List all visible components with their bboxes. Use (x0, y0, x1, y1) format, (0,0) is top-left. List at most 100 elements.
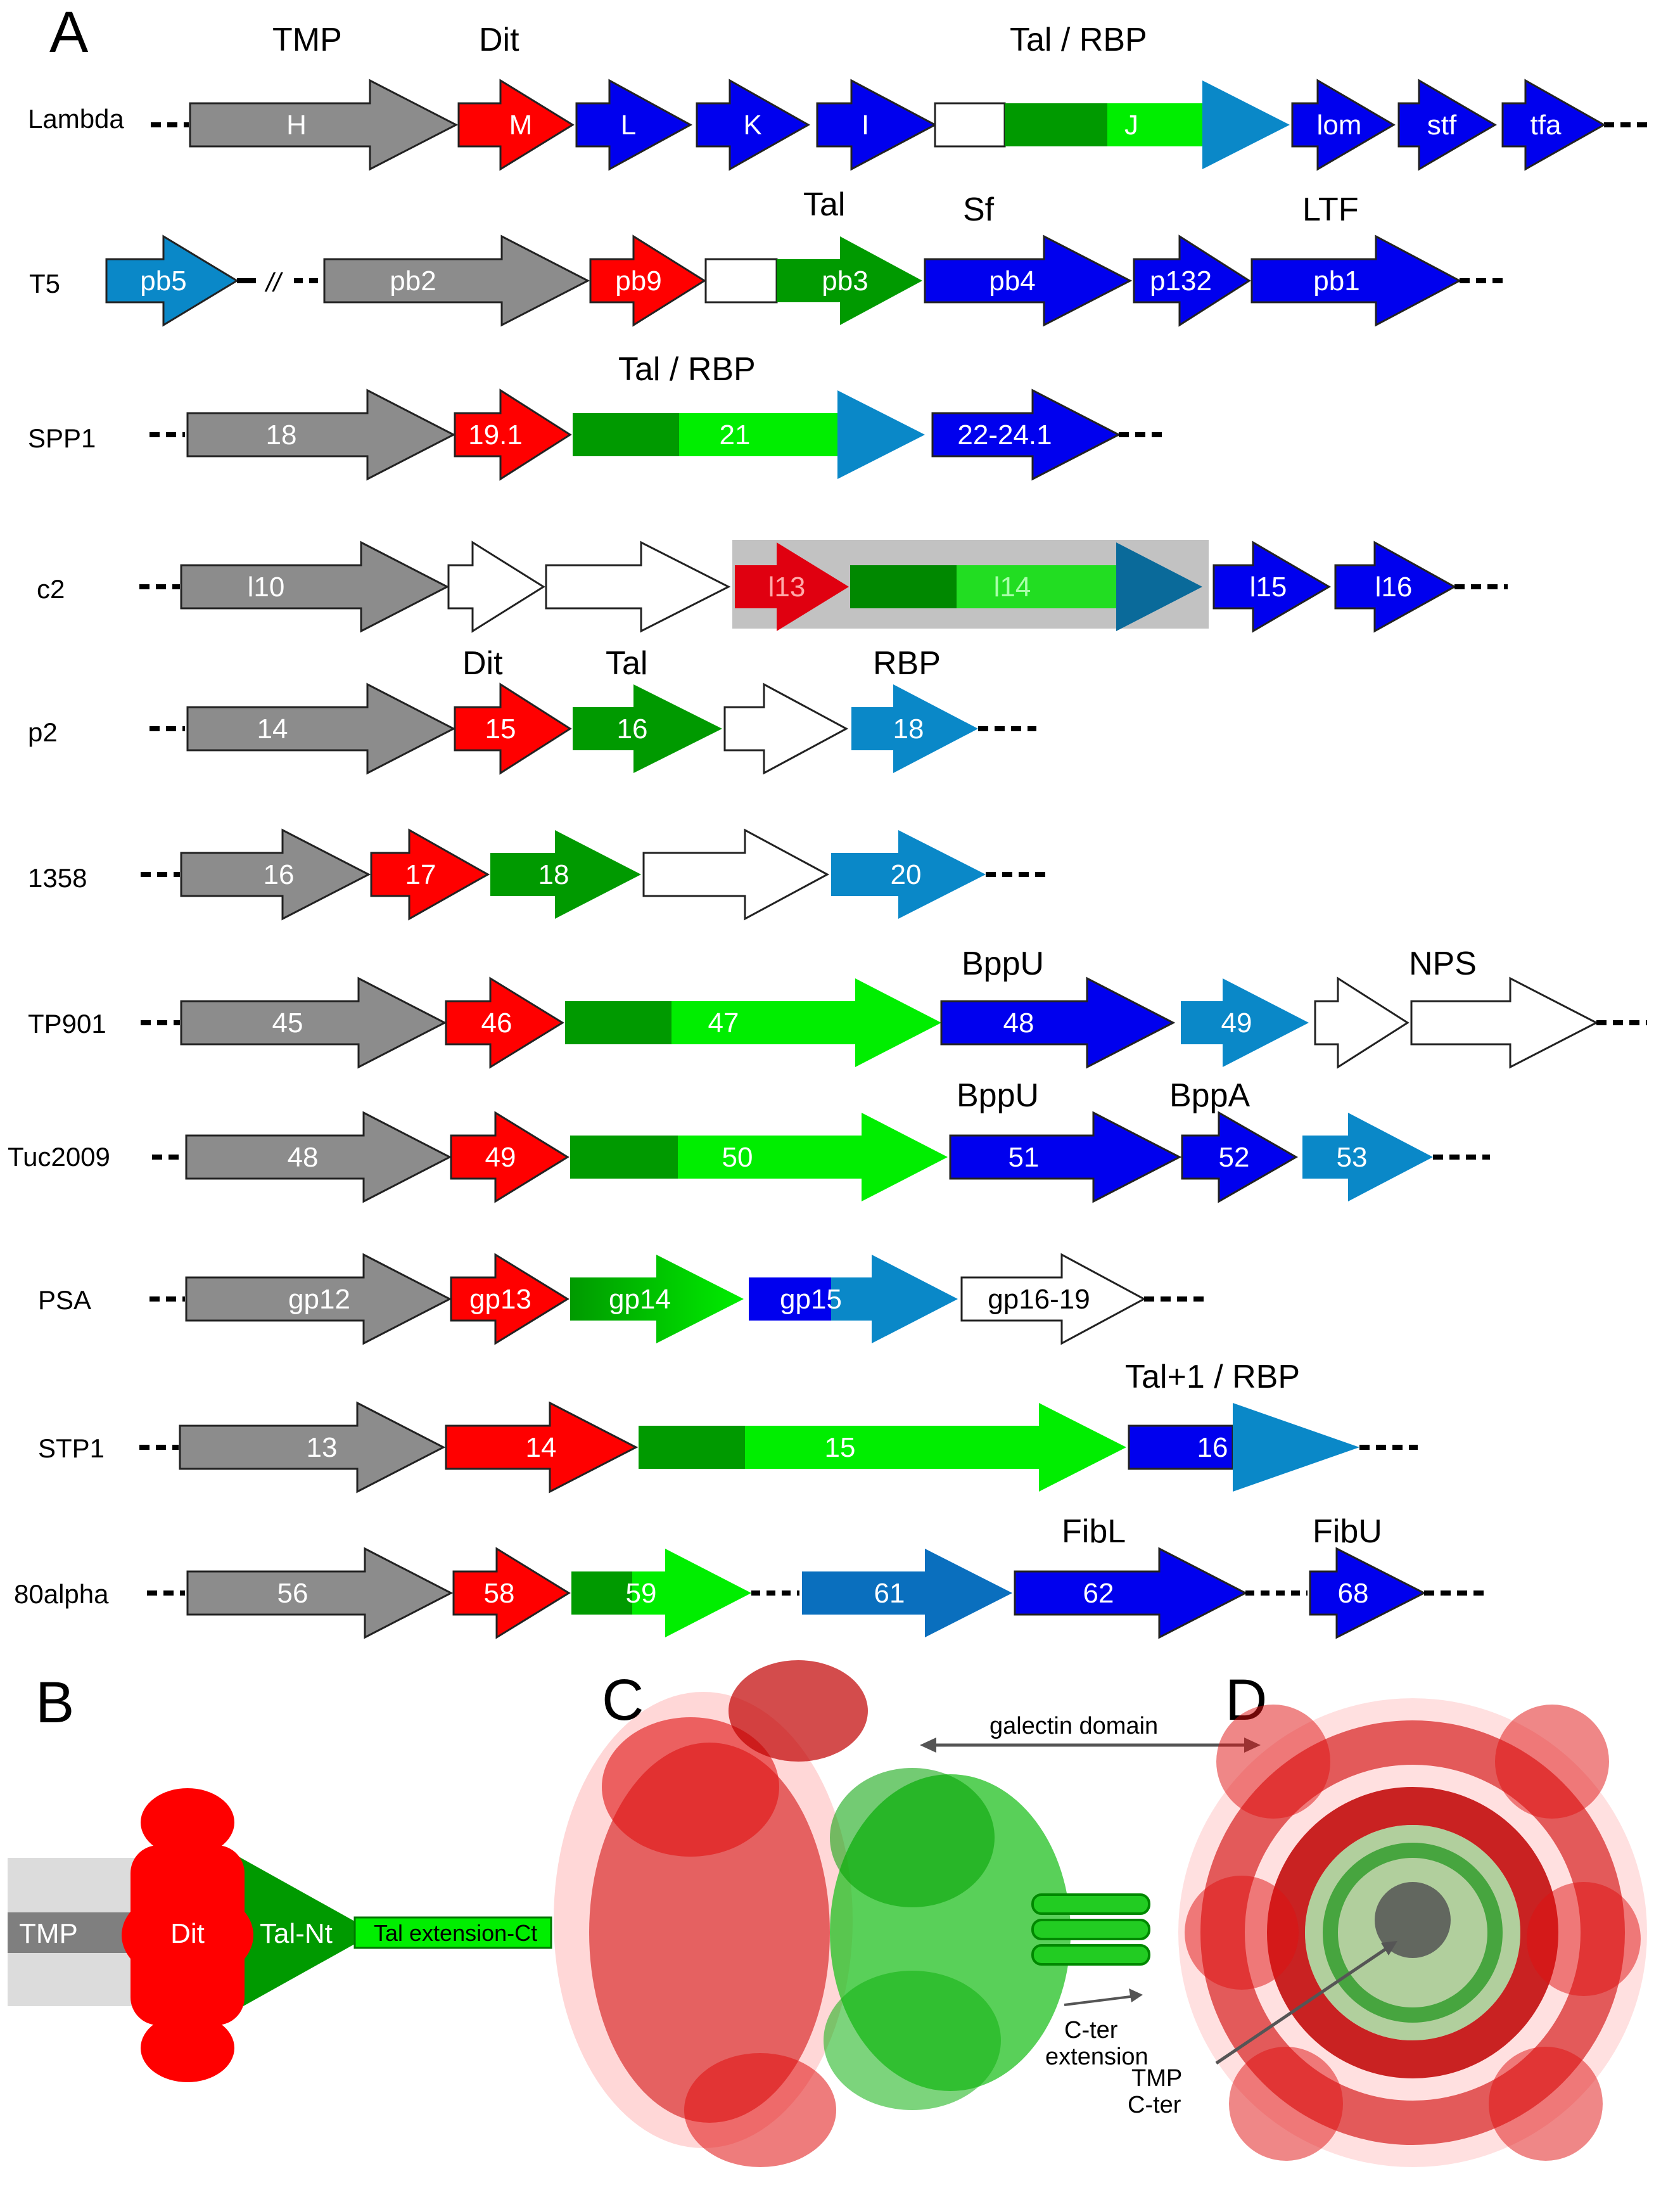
gene-label: 48 (1003, 1008, 1034, 1039)
gene-arrow-15 (639, 1403, 1126, 1492)
tal-nt-label: Tal-Nt (260, 1918, 333, 1949)
header-label-dit: Dit (479, 22, 519, 58)
gene-arrow-68 (1309, 1547, 1427, 1639)
galectin-arrow (920, 1737, 1261, 1753)
gene-label: 59 (626, 1578, 657, 1609)
gene-arrow-l14 (850, 542, 1202, 631)
gene-label: gp14 (609, 1284, 671, 1315)
gene-arrow-unlabeled (447, 541, 545, 633)
gene-arrow-18 (490, 830, 641, 919)
gene-label: 14 (526, 1432, 557, 1463)
gene-label: 53 (1337, 1142, 1368, 1173)
gene-arrow-59 (571, 1549, 751, 1637)
gene-label: 18 (893, 714, 924, 745)
gene-label: l13 (768, 572, 806, 603)
gene-arrow-56 (186, 1547, 454, 1639)
gene-label: M (509, 110, 533, 141)
c-ter-extension-label-line2: extension (1045, 2044, 1149, 2070)
gene-label: 15 (485, 714, 516, 745)
gene-arrow-21 (573, 390, 925, 479)
gene-arrow-pb4 (924, 234, 1133, 327)
row-label: Lambda (28, 104, 124, 134)
gene-label: 47 (708, 1008, 739, 1039)
gene-arrow-gp13 (450, 1253, 570, 1345)
gene-label: 17 (405, 859, 436, 890)
gene-arrow-15 (454, 682, 572, 775)
header-label-tal-rbp: Tal / RBP (618, 351, 756, 388)
tail-schematic: TMP Tal extension-Ct Tal-Nt Dit (8, 1788, 552, 2082)
gene-arrow-18 (186, 388, 456, 481)
gene-label: 15 (825, 1432, 856, 1463)
c-ter-extension-helices (1031, 1893, 1150, 1966)
gene-label: pb1 (1313, 266, 1359, 297)
header-label-nps: NPS (1409, 945, 1477, 982)
header-label-rbp: RBP (873, 645, 941, 682)
panel-c-label: C (602, 1668, 644, 1732)
header-label-fibl: FibL (1062, 1513, 1126, 1550)
gene-label: H (286, 110, 307, 141)
gene-arrow-45 (180, 976, 447, 1069)
tmp-c-ter-label-line1: TMP (1131, 2065, 1182, 2092)
gene-label: l10 (248, 572, 285, 603)
header-label-tal-rbp: Tal / RBP (1010, 22, 1147, 58)
gene-arrow-l13 (735, 542, 849, 631)
gene-label: pb9 (615, 266, 661, 297)
gene-arrow-tfa (1501, 79, 1607, 171)
gene-arrow-49 (450, 1111, 570, 1203)
header-label-bppu: BppU (957, 1077, 1039, 1114)
gene-arrow-48 (185, 1111, 452, 1203)
header-label-sf: Sf (963, 191, 995, 228)
gene-label: 18 (266, 419, 297, 451)
gene-arrow-50 (570, 1113, 948, 1201)
gene-label: 45 (272, 1008, 303, 1039)
header-label-tal: Tal (803, 186, 845, 223)
c-ter-extension-arrow (1064, 1988, 1143, 2006)
header-label-tal1-rbp: Tal+1 / RBP (1125, 1359, 1300, 1395)
gene-label: gp12 (288, 1284, 350, 1315)
gene-arrow-gp15 (749, 1255, 958, 1343)
gene-arrow-16 (573, 684, 722, 773)
gene-label: pb4 (989, 266, 1035, 297)
gene-label: gp16-19 (988, 1284, 1090, 1315)
dit-shape (122, 1788, 253, 2082)
gene-arrow-pb2 (323, 234, 590, 327)
gene-label: I (862, 110, 869, 141)
row-label: STP1 (38, 1433, 105, 1463)
header-label-bppu: BppU (962, 945, 1044, 982)
gene-label: J (1124, 110, 1138, 141)
gene-label: l15 (1250, 572, 1287, 603)
gene-label: 58 (484, 1578, 515, 1609)
gene-arrow-gp12 (185, 1253, 452, 1345)
gene-arrow-gp16-19 (960, 1253, 1147, 1345)
gene-arrow-L (575, 79, 693, 171)
dit-label: Dit (170, 1918, 205, 1949)
panel-b-label: B (35, 1670, 74, 1735)
header-label-tmp: TMP (272, 22, 342, 58)
gene-arrow-H (189, 79, 459, 171)
row-label: p2 (28, 717, 58, 747)
gene-arrow-pb1 (1250, 234, 1462, 327)
gene-arrow-46 (445, 976, 564, 1069)
row-label: TP901 (28, 1009, 106, 1039)
gene-row-psa: PSA gp12 gp13 gp14 gp15 gp16-19 (38, 1253, 1206, 1345)
gene-label: 22-24.1 (957, 419, 1052, 451)
gene-arrow-51 (949, 1111, 1182, 1203)
gene-arrow-61 (802, 1549, 1012, 1637)
row-label: c2 (37, 574, 65, 604)
tal-extension-bar (353, 1916, 552, 1949)
gene-arrow-unlabeled (642, 828, 830, 921)
gene-label: stf (1427, 110, 1457, 141)
gene-arrow-20 (831, 830, 986, 919)
gene-arrow-J (934, 80, 1290, 169)
gene-label: 51 (1009, 1142, 1040, 1173)
panel-a-label: A (49, 0, 89, 65)
gene-arrow-p132 (1133, 234, 1251, 327)
gene-label: 52 (1219, 1142, 1250, 1173)
gene-arrow-pb9 (589, 234, 706, 327)
gene-arrow-stf (1397, 79, 1497, 171)
c-ter-extension-label-line1: C-ter (1064, 2017, 1118, 2044)
gene-arrow-19-1 (454, 388, 572, 481)
galectin-label: galectin domain (990, 1713, 1158, 1739)
header-label-dit: Dit (462, 645, 503, 682)
gene-label: 16 (617, 714, 648, 745)
